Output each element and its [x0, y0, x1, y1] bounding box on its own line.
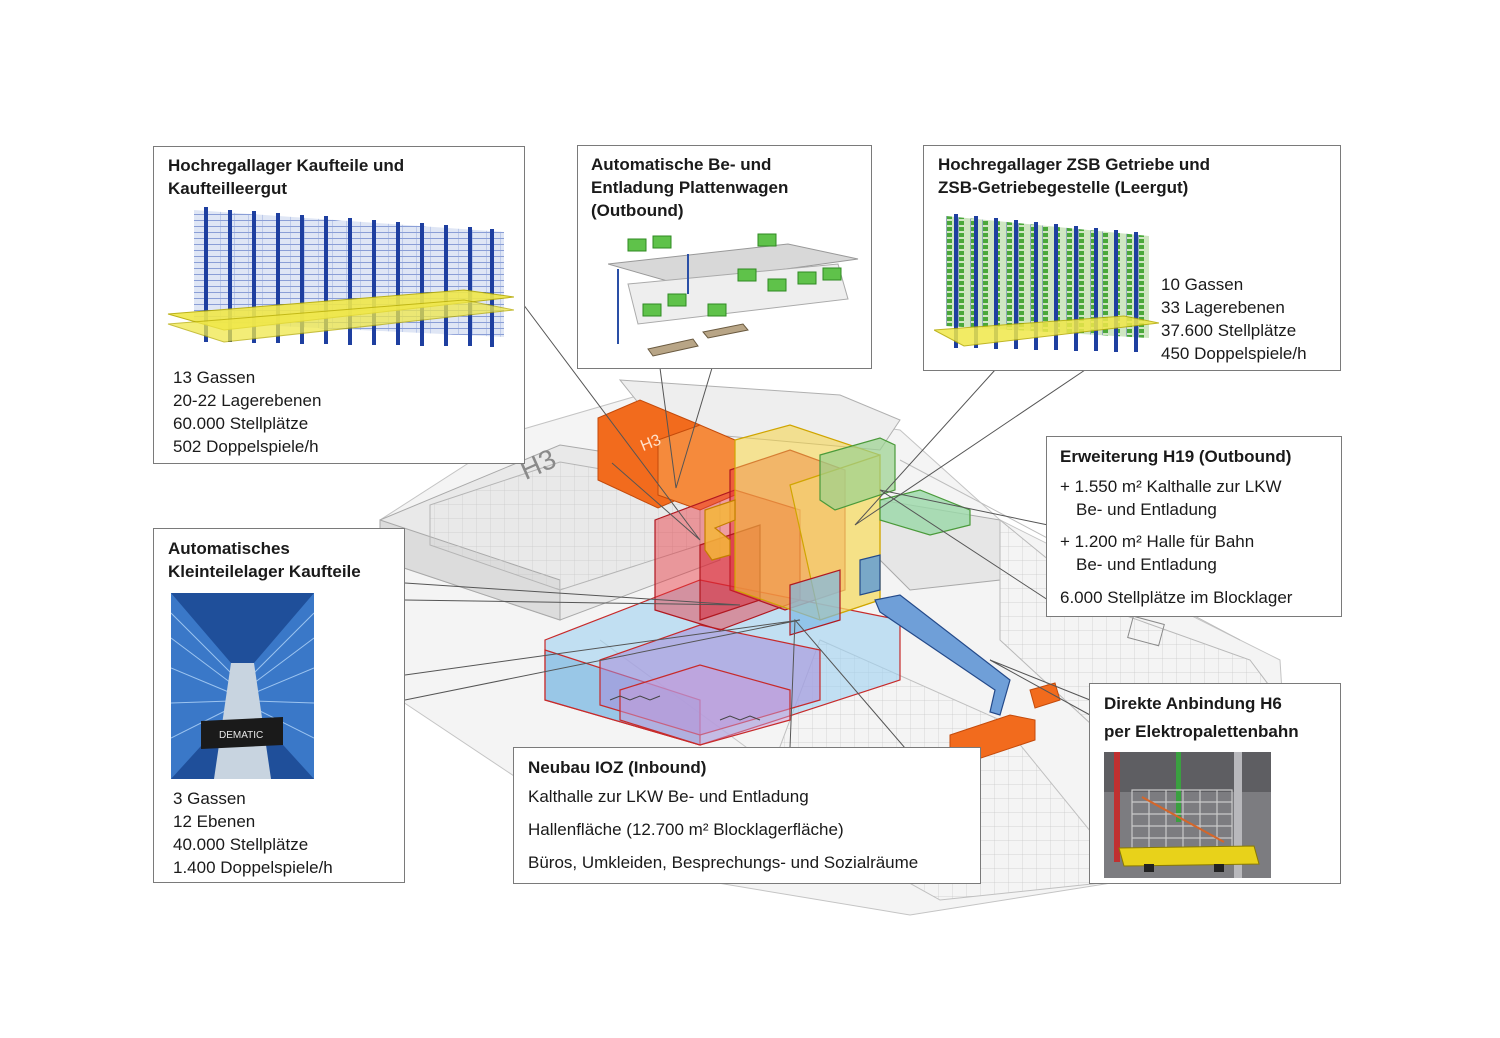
akl-stat-3: 40.000 Stellplätze — [173, 835, 309, 854]
h6-title-line-1: Direkte Anbindung H6 — [1104, 694, 1282, 713]
h6-title-line-2: per Elektropalettenbahn — [1104, 722, 1299, 741]
erweiterung-item-2: + 1.200 m² Halle für Bahn — [1060, 532, 1255, 551]
hrl-kaufteile-stat-4: 502 Doppelspiele/h — [173, 437, 319, 456]
akl-stat-1: 3 Gassen — [173, 789, 246, 808]
dematic-label: DEMATIC — [219, 730, 263, 741]
erweiterung-title: Erweiterung H19 (Outbound) — [1060, 447, 1292, 466]
hrl-kaufteile-stat-1: 13 Gassen — [173, 368, 256, 387]
callout-anbindung-h6: Direkte Anbindung H6 per Elektropaletten… — [1089, 683, 1341, 884]
hrl-zsb-title-line-2: ZSB-Getriebegestelle (Leergut) — [938, 178, 1189, 197]
callout-leaders — [404, 299, 1091, 749]
akl-title-line-1: Automatisches — [168, 539, 290, 558]
plattenwagen-render — [608, 233, 859, 357]
ioz-item-1: Kalthalle zur LKW Be- und Entladung — [528, 787, 809, 806]
plattenwagen-title-line-2: Entladung Plattenwagen — [591, 178, 789, 197]
hrl-zsb-stat-2: 33 Lagerebenen — [1161, 298, 1285, 317]
hrl-zsb-stat-3: 37.600 Stellplätze — [1161, 321, 1297, 340]
erweiterung-item-2-cont: Be- und Entladung — [1076, 555, 1217, 574]
plattenwagen-title-line-1: Automatische Be- und — [591, 155, 772, 174]
akl-stat-4: 1.400 Doppelspiele/h — [173, 858, 333, 877]
h6-orange-platform-small — [1029, 682, 1061, 709]
hrl-zsb-title-line-1: Hochregallager ZSB Getriebe und — [938, 155, 1211, 174]
callout-akl-kaufteile: Automatisches Kleinteilelager Kaufteile … — [153, 528, 405, 883]
hrl-kaufteile-stat-2: 20-22 Lagerebenen — [173, 391, 322, 410]
akl-stat-2: 12 Ebenen — [173, 812, 256, 831]
h3-orange-block — [597, 399, 736, 511]
akl-title-line-2: Kleinteilelager Kaufteile — [168, 562, 361, 581]
callout-erweiterung-h19: Erweiterung H19 (Outbound) + 1.550 m² Ka… — [1046, 436, 1342, 617]
hrl-zsb-rack-render — [934, 214, 1159, 352]
erweiterung-item-1-cont: Be- und Entladung — [1076, 500, 1217, 519]
callout-neubau-ioz: Neubau IOZ (Inbound) Kalthalle zur LKW B… — [513, 747, 981, 884]
hrl-zsb-stat-4: 450 Doppelspiele/h — [1161, 344, 1307, 363]
hrl-kaufteile-title-line-1: Hochregallager Kaufteile und — [168, 156, 405, 175]
erweiterung-item-3: 6.000 Stellplätze im Blocklager — [1060, 588, 1293, 607]
callout-hrl-zsb: Hochregallager ZSB Getriebe und ZSB-Getr… — [923, 145, 1341, 371]
ioz-title: Neubau IOZ (Inbound) — [528, 758, 707, 777]
plattenwagen-title-line-3: (Outbound) — [591, 201, 684, 220]
callout-plattenwagen: Automatische Be- und Entladung Plattenwa… — [577, 145, 872, 369]
hrl-kaufteile-stat-3: 60.000 Stellplätze — [173, 414, 309, 433]
hrl-kaufteile-title-line-2: Kaufteilleergut — [168, 179, 288, 198]
callout-hrl-kaufteile: Hochregallager Kaufteile und Kaufteillee… — [153, 146, 525, 464]
central-complex — [544, 424, 1011, 746]
hrl-kaufteile-rack-render — [167, 207, 514, 347]
h6-pallet-shuttle-photo — [1104, 752, 1271, 878]
ioz-item-3: Büros, Umkleiden, Besprechungs- und Sozi… — [528, 853, 919, 872]
h3-orange-label: H3 — [638, 432, 663, 455]
hrl-zsb-stat-1: 10 Gassen — [1161, 275, 1244, 294]
erweiterung-item-1: + 1.550 m² Kalthalle zur LKW — [1060, 477, 1282, 496]
ioz-item-2: Hallenfläche (12.700 m² Blocklagerfläche… — [528, 820, 844, 839]
akl-aisle-photo: DEMATIC — [171, 593, 314, 779]
